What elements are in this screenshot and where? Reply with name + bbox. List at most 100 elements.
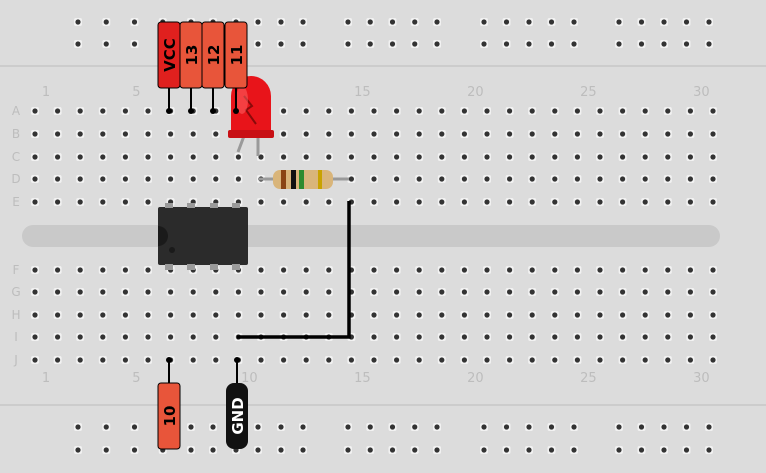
- breadboard-hole: [528, 175, 537, 183]
- breadboard-hole: [525, 18, 533, 26]
- breadboard-hole: [31, 288, 39, 296]
- breadboard-hole: [480, 423, 488, 431]
- breadboard-hole: [550, 198, 559, 206]
- header-pin-13: 13: [179, 21, 203, 114]
- breadboard-hole: [324, 153, 333, 161]
- row-label: J: [13, 353, 18, 367]
- breadboard-hole: [324, 288, 333, 296]
- breadboard-hole: [618, 266, 627, 274]
- header-label: VCC: [161, 38, 179, 72]
- breadboard-hole: [686, 153, 695, 161]
- breadboard-hole: [570, 446, 578, 454]
- breadboard-hole: [366, 423, 375, 431]
- breadboard-hole: [641, 198, 650, 206]
- breadboard-hole: [392, 198, 401, 206]
- breadboard-hole: [528, 356, 537, 364]
- breadboard-hole: [76, 198, 85, 206]
- breadboard-hole: [121, 130, 130, 138]
- breadboard-hole: [121, 175, 130, 183]
- breadboard-hole: [388, 40, 397, 48]
- breadboard-hole: [615, 423, 623, 431]
- breadboard-hole: [279, 130, 288, 138]
- breadboard-hole: [686, 175, 695, 183]
- breadboard-hole: [302, 198, 311, 206]
- breadboard-hole: [415, 266, 424, 274]
- breadboard-hole: [370, 311, 378, 319]
- breadboard-hole: [53, 288, 62, 296]
- breadboard-hole: [637, 423, 646, 431]
- breadboard-hole: [433, 446, 441, 454]
- breadboard-hole: [102, 40, 111, 48]
- column-label: 10: [241, 371, 258, 386]
- breadboard-hole: [618, 175, 627, 183]
- breadboard-hole: [596, 198, 604, 206]
- breadboard-hole: [144, 288, 152, 296]
- breadboard-hole: [596, 107, 604, 115]
- breadboard-hole: [483, 288, 491, 296]
- breadboard-hole: [209, 423, 217, 431]
- breadboard-hole: [682, 40, 691, 48]
- breadboard-hole: [347, 107, 356, 115]
- breadboard-hole: [31, 311, 39, 319]
- breadboard-hole: [483, 175, 491, 183]
- breadboard-hole: [299, 423, 307, 431]
- breadboard-hole: [502, 40, 511, 48]
- row-label: B: [12, 127, 20, 141]
- breadboard-hole: [211, 153, 220, 161]
- breadboard-hole: [31, 356, 39, 364]
- breadboard-hole: [76, 153, 85, 161]
- breadboard-hole: [437, 356, 446, 364]
- breadboard-hole: [98, 266, 107, 274]
- breadboard-hole: [370, 198, 378, 206]
- breadboard-hole: [415, 153, 424, 161]
- breadboard-hole: [480, 18, 488, 26]
- breadboard-hole: [415, 356, 424, 364]
- breadboard-hole: [279, 311, 288, 319]
- breadboard-hole: [415, 288, 424, 296]
- breadboard-hole: [254, 40, 262, 48]
- breadboard-hole: [211, 333, 220, 341]
- breadboard-hole: [102, 18, 111, 26]
- breadboard-hole: [370, 333, 378, 341]
- breadboard-hole: [573, 356, 582, 364]
- breadboard-hole: [98, 288, 107, 296]
- breadboard-hole: [166, 153, 175, 161]
- breadboard-hole: [460, 266, 469, 274]
- breadboard-hole: [98, 311, 107, 319]
- breadboard-hole: [388, 423, 397, 431]
- breadboard-hole: [53, 175, 62, 183]
- breadboard-hole: [637, 40, 646, 48]
- breadboard-hole: [483, 107, 491, 115]
- breadboard-hole: [211, 311, 220, 319]
- breadboard-hole: [121, 153, 130, 161]
- breadboard-hole: [663, 333, 672, 341]
- breadboard-hole: [502, 18, 511, 26]
- breadboard-hole: [663, 356, 672, 364]
- breadboard-hole: [324, 130, 333, 138]
- column-label: 25: [580, 371, 597, 386]
- breadboard-hole: [686, 311, 695, 319]
- breadboard-hole: [392, 107, 401, 115]
- dip-chip-icon: [158, 203, 248, 270]
- breadboard-hole: [189, 130, 198, 138]
- breadboard-hole: [74, 40, 82, 48]
- breadboard-hole: [254, 446, 262, 454]
- breadboard-hole: [370, 153, 378, 161]
- breadboard-hole: [660, 423, 668, 431]
- breadboard-hole: [547, 446, 556, 454]
- breadboard-hole: [505, 311, 514, 319]
- breadboard-hole: [437, 288, 446, 296]
- breadboard-hole: [573, 153, 582, 161]
- breadboard-hole: [53, 333, 62, 341]
- breadboard-hole: [279, 153, 288, 161]
- breadboard-hole: [74, 18, 82, 26]
- breadboard-hole: [709, 356, 717, 364]
- breadboard-hole: [31, 153, 39, 161]
- breadboard-hole: [211, 130, 220, 138]
- breadboard-hole: [299, 18, 307, 26]
- breadboard-hole: [686, 198, 695, 206]
- breadboard-hole: [302, 107, 311, 115]
- breadboard-hole: [166, 175, 175, 183]
- header-label: 13: [183, 45, 201, 66]
- breadboard-hole: [550, 107, 559, 115]
